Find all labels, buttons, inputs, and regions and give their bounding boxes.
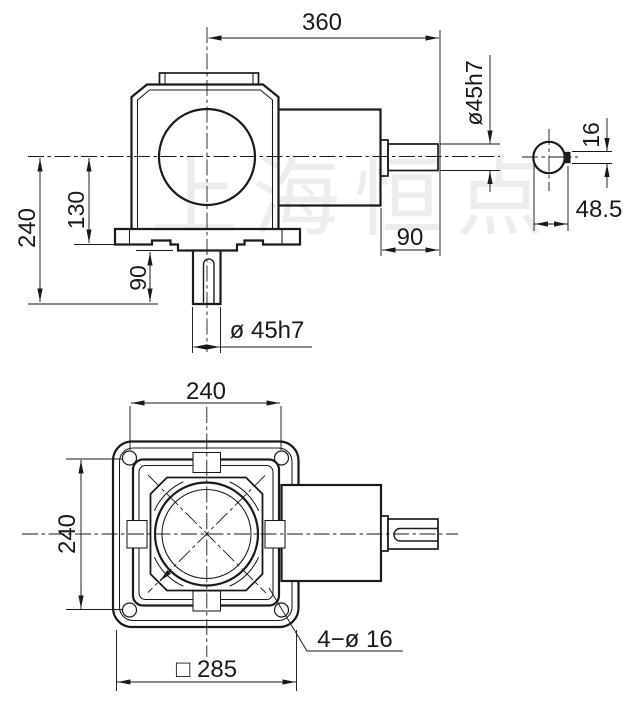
dim-input-shaft-dia: ø45h7 xyxy=(461,60,487,125)
key-section xyxy=(563,151,571,164)
dim-output-shaft-len: 90 xyxy=(125,265,151,291)
dim-group-input-len: 90 xyxy=(380,208,439,256)
input-shaft xyxy=(387,143,439,172)
input-housing-plan xyxy=(280,483,439,583)
centerlines-side xyxy=(28,27,500,352)
bolt-holes xyxy=(121,450,290,618)
input-keyway-plan xyxy=(393,527,438,542)
output-shaft xyxy=(191,250,222,306)
dim-group-output-dia: ø 45h7 xyxy=(192,307,312,353)
dim-group-bolt-holes: 4−ø 16 xyxy=(268,587,403,653)
bore-circle xyxy=(157,107,257,207)
dim-group-left-heights: 240 130 90 xyxy=(14,158,173,305)
centerlines-plan xyxy=(22,407,458,657)
dim-axis-to-shaft-end: 240 xyxy=(14,208,41,248)
dim-axis-to-base: 130 xyxy=(63,191,89,229)
dim-key-height: 16 xyxy=(578,122,604,148)
side-elevation-view: 360 ø45h7 90 240 xyxy=(14,9,500,353)
watermark-text: 上海恒点 xyxy=(150,146,558,249)
gearbox-body xyxy=(130,72,280,229)
plan-view: 240 240 4−ø 16 □ 285 xyxy=(22,378,458,691)
dim-group-bolt-h: 240 xyxy=(129,378,282,450)
dim-top-width: 360 xyxy=(302,9,342,36)
dim-group-360: 360 xyxy=(208,9,441,256)
dim-bolt-holes: 4−ø 16 xyxy=(317,626,392,653)
dim-group-key-flat: 48.5 xyxy=(533,161,623,231)
dim-input-shaft-len: 90 xyxy=(397,224,424,251)
top-cover xyxy=(158,72,260,86)
shaft-cross-section-detail: 16 48.5 xyxy=(522,118,622,231)
dim-bolt-spacing-v: 240 xyxy=(54,514,81,554)
dim-output-shaft-dia: ø 45h7 xyxy=(230,317,305,344)
dim-bolt-spacing-h: 240 xyxy=(186,378,226,405)
dim-group-flange-square: □ 285 xyxy=(116,630,297,691)
dim-flange-square: □ 285 xyxy=(176,656,237,683)
dim-group-bolt-v: 240 xyxy=(54,458,122,610)
shaft-collar-plan xyxy=(380,515,389,552)
mounting-flange-side xyxy=(113,227,302,252)
input-shaft-housing xyxy=(278,108,439,207)
dim-key-flat: 48.5 xyxy=(576,196,623,223)
dim-group-key-height: 16 xyxy=(572,118,612,188)
output-keyway xyxy=(202,258,215,304)
dim-group-input-dia: ø45h7 xyxy=(439,55,500,192)
